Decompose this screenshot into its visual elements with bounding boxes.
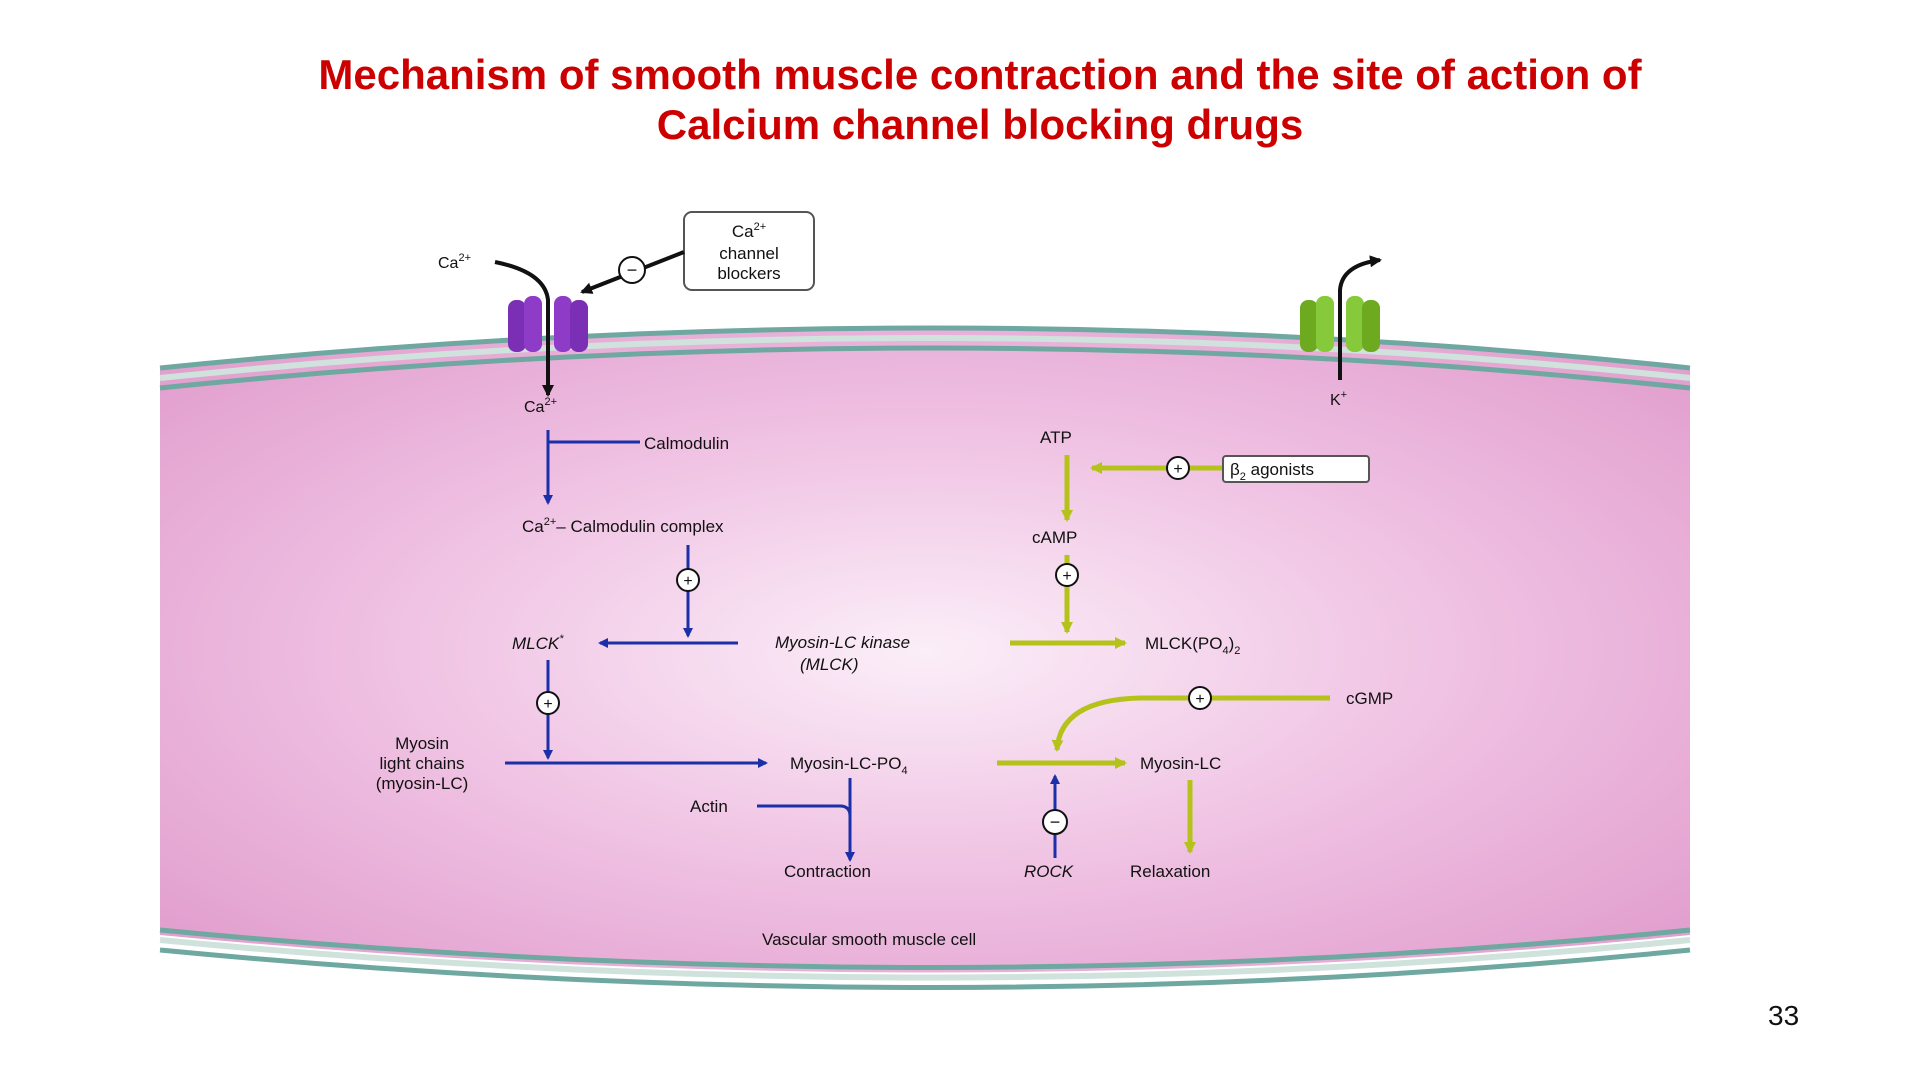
title-line-1: Mechanism of smooth muscle contraction a…	[318, 51, 1642, 98]
relaxation-label: Relaxation	[1130, 862, 1210, 881]
plus-symbol: +	[543, 696, 552, 713]
plus-sign-complex-icon	[676, 568, 700, 592]
contraction-label: Contraction	[784, 862, 871, 881]
ca-outside-label: Ca2+	[438, 252, 471, 272]
cgmp-label: cGMP	[1346, 689, 1393, 708]
actin-label: Actin	[690, 797, 728, 816]
blocker-line-3: blockers	[717, 264, 780, 283]
potassium-exit-arrow	[1338, 255, 1382, 380]
plus-sign-beta-icon	[1166, 456, 1190, 480]
plus-sign-cgmp-icon	[1188, 686, 1212, 710]
mlck-active-label: MLCK*	[512, 633, 564, 653]
bottom-membrane	[159, 927, 1691, 970]
plus-symbol: +	[1173, 461, 1182, 478]
myosin-lc-line-1: Myosin	[395, 734, 449, 753]
mlck-name-line-2: (MLCK)	[800, 655, 859, 674]
cgmp-arrow	[1051, 695, 1330, 752]
plus-sign-mlck-icon	[536, 691, 560, 715]
calmodulin-label: Calmodulin	[644, 434, 729, 453]
camp-label: cAMP	[1032, 528, 1077, 547]
cell-body	[160, 330, 1690, 973]
blocker-line-1: Ca2+	[732, 221, 766, 241]
plus-symbol: +	[1195, 691, 1204, 708]
complex-label: Ca2+– Calmodulin complex	[522, 516, 724, 536]
slide-title: Mechanism of smooth muscle contraction a…	[0, 50, 1920, 150]
myosin-lc-line-3: (myosin-LC)	[376, 774, 469, 793]
plus-symbol: +	[1062, 568, 1071, 585]
cell-label: Vascular smooth muscle cell	[762, 930, 976, 949]
mlck-name-line-1: Myosin-LC kinase	[775, 633, 910, 652]
calcium-channel-icon	[508, 296, 588, 352]
top-membrane	[159, 325, 1691, 371]
calcium-entry-arrow	[494, 260, 554, 397]
k-label: K+	[1330, 389, 1347, 409]
myosin-lc-line-2: light chains	[379, 754, 464, 773]
plus-sign-camp-icon	[1055, 563, 1079, 587]
atp-label: ATP	[1040, 428, 1072, 447]
plus-symbol: +	[683, 573, 692, 590]
minus-sign-rock-icon	[1042, 809, 1068, 835]
ca-inside-label: Ca2+	[524, 396, 557, 416]
title-line-2: Calcium channel blocking drugs	[656, 101, 1304, 148]
myosin-lc-label: Myosin-LC	[1140, 754, 1221, 773]
blocker-line-2: channel	[719, 244, 779, 263]
blocker-box	[683, 211, 815, 291]
rock-label: ROCK	[1024, 862, 1074, 881]
mlck-phos-label: MLCK(PO4)2	[1145, 634, 1240, 657]
beta-agonist-label: β2 agonists	[1230, 460, 1314, 483]
beta-agonist-box	[1222, 455, 1370, 483]
minus-sign-blocker-icon	[618, 256, 646, 284]
minus-symbol: −	[1050, 812, 1061, 832]
minus-symbol: −	[627, 260, 638, 280]
potassium-channel-icon	[1300, 296, 1380, 352]
page-number: 33	[1768, 1000, 1800, 1031]
myosin-lc-po4-label: Myosin-LC-PO4	[790, 754, 908, 777]
